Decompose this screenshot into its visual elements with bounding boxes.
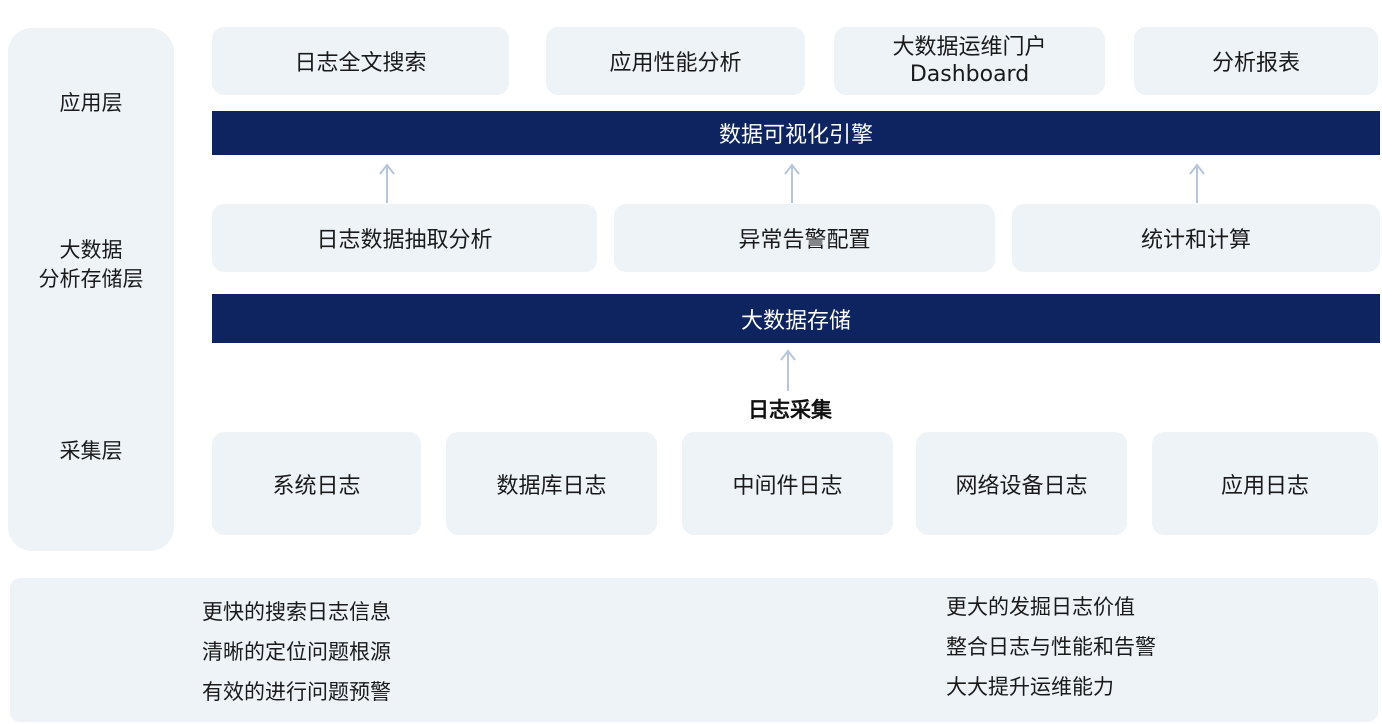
- anomaly-alert-config-label: 异常告警配置: [738, 228, 871, 253]
- app-log-fulltext-search-label: 日志全文搜索: [294, 51, 427, 76]
- statistics-computation-label: 统计和计算: [1140, 228, 1251, 253]
- source-network-device-logs: 网络设备日志: [916, 432, 1127, 535]
- log-data-extraction-analysis: 日志数据抽取分析: [212, 204, 597, 272]
- source-application-logs-label: 应用日志: [1220, 473, 1309, 499]
- big-data-storage-bar: 大数据存储: [212, 294, 1380, 343]
- benefits-right-list: 更大的发掘日志价值 整合日志与性能和告警 大大提升运维能力: [946, 592, 1156, 712]
- source-database-logs: 数据库日志: [446, 432, 657, 535]
- app-performance-analysis: 应用性能分析: [546, 27, 805, 95]
- source-system-logs: 系统日志: [212, 432, 421, 535]
- benefit-item: 更大的发掘日志价值: [946, 595, 1135, 619]
- layer-column: [8, 28, 174, 551]
- app-ops-portal-label: 大数据运维门户: [892, 35, 1047, 60]
- benefit-item: 更快的搜索日志信息: [202, 600, 391, 624]
- benefit-item: 清晰的定位问题根源: [202, 640, 391, 664]
- app-dashboard-label: Dashboard: [909, 62, 1030, 87]
- arrow-up-icon: [780, 349, 796, 391]
- source-middleware-logs-label: 中间件日志: [732, 473, 843, 499]
- big-data-storage-label: 大数据存储: [740, 308, 851, 334]
- arrow-up-icon: [784, 163, 800, 203]
- benefit-item: 大大提升运维能力: [946, 675, 1114, 699]
- app-log-fulltext-search: 日志全文搜索: [212, 27, 509, 95]
- arrow-up-icon: [379, 163, 395, 203]
- app-performance-analysis-label: 应用性能分析: [609, 51, 742, 76]
- arrow-up-icon: [1189, 163, 1205, 203]
- log-collection-title: 日志采集: [748, 398, 832, 422]
- app-analysis-reports: 分析报表: [1134, 27, 1378, 95]
- benefit-item: 整合日志与性能和告警: [946, 635, 1156, 659]
- source-database-logs-label: 数据库日志: [496, 473, 607, 499]
- anomaly-alert-config: 异常告警配置: [614, 204, 995, 272]
- benefits-left-list: 更快的搜索日志信息 清晰的定位问题根源 有效的进行问题预警: [202, 597, 391, 717]
- layer-label-analysis-storage: 大数据 分析存储层: [38, 238, 144, 291]
- benefit-item: 有效的进行问题预警: [202, 680, 391, 704]
- data-visualization-engine-bar: 数据可视化引擎: [212, 111, 1380, 155]
- app-analysis-reports-label: 分析报表: [1211, 51, 1300, 76]
- statistics-computation: 统计和计算: [1012, 204, 1380, 272]
- layer-label-application: 应用层: [59, 91, 123, 115]
- source-middleware-logs: 中间件日志: [682, 432, 893, 535]
- benefits-panel: [10, 578, 1378, 722]
- source-system-logs-label: 系统日志: [272, 473, 361, 499]
- data-visualization-engine-label: 数据可视化引擎: [718, 123, 873, 148]
- source-network-device-logs-label: 网络设备日志: [955, 473, 1088, 499]
- source-application-logs: 应用日志: [1152, 432, 1378, 535]
- app-ops-portal-dashboard: 大数据运维门户 Dashboard: [834, 27, 1105, 95]
- layer-label-collection: 采集层: [59, 439, 123, 463]
- log-data-extraction-label: 日志数据抽取分析: [316, 228, 493, 253]
